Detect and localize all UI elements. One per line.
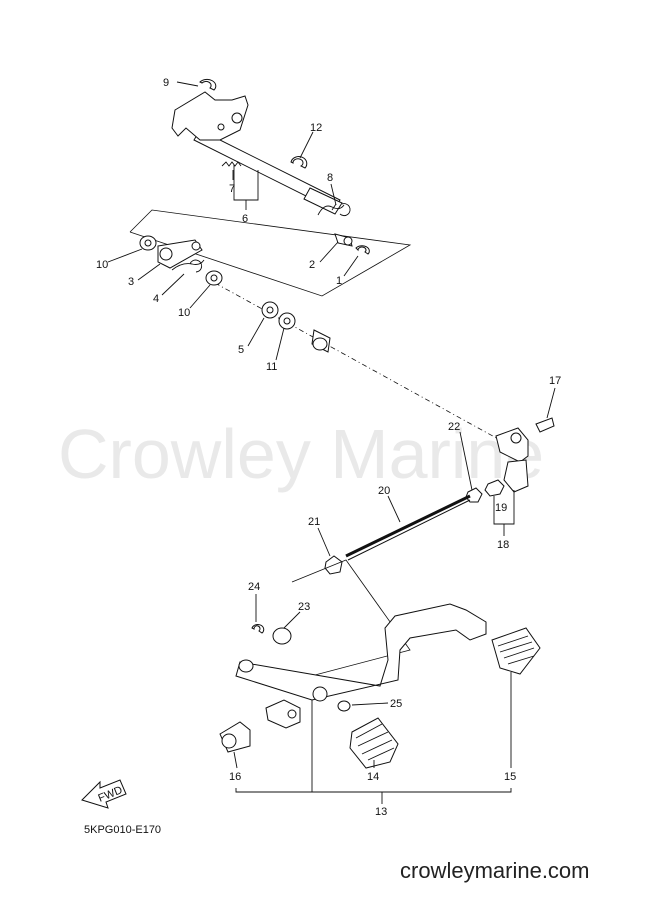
fwd-arrow-icon: FWD	[81, 779, 127, 809]
part-label: 18	[497, 539, 509, 551]
pedal-arm-16	[219, 699, 301, 753]
part-label: 1	[336, 275, 342, 287]
assembly-outline-upper	[129, 209, 412, 297]
part-label: 7	[229, 183, 235, 195]
bolt-17	[535, 417, 555, 433]
part-label: 22	[448, 421, 460, 433]
part-label: 8	[327, 172, 333, 184]
part-label: 14	[367, 771, 379, 783]
oil-seal-5-hole	[266, 306, 274, 314]
part-label: 13	[375, 806, 387, 818]
washer-10-upper-hole	[144, 239, 152, 247]
spring-7	[221, 161, 242, 167]
part-label: 15	[504, 771, 516, 783]
part-label: 12	[310, 122, 322, 134]
shift-shaft	[171, 91, 343, 215]
part-label: 16	[229, 771, 241, 783]
part-label: 25	[390, 698, 402, 710]
part-label: 23	[298, 601, 310, 613]
part-label: 21	[308, 516, 320, 528]
part-label: 19	[495, 502, 507, 514]
part-label: 10	[96, 259, 108, 271]
o-ring-25	[337, 700, 351, 712]
washer-10-lower-hole	[210, 274, 218, 282]
part-label: 3	[128, 276, 134, 288]
shift-rod-20	[345, 494, 471, 561]
part-label: 4	[153, 293, 159, 305]
pedal-boss	[312, 686, 328, 702]
part-label: 10	[178, 307, 190, 319]
nut-19	[484, 479, 505, 497]
shift-shaft-end-face	[312, 337, 328, 351]
part-label: 9	[163, 77, 169, 89]
shift-pedal	[235, 603, 487, 701]
part-label: 17	[549, 375, 561, 387]
circlip-24	[251, 623, 265, 634]
bolt-2	[334, 233, 353, 247]
pedal-rubber-14	[349, 717, 399, 769]
diagram-code: 5KPG010-E170	[84, 824, 161, 836]
part-label: 6	[242, 213, 248, 225]
washer-23	[272, 627, 292, 645]
collar-1	[355, 245, 370, 255]
part-labels: 9 12 8 7 6 2 1 10 3 4 10 5 11 17 22 20 1…	[96, 77, 561, 818]
part-label: 20	[378, 485, 390, 497]
circlip-9	[199, 78, 217, 91]
rod-joint-18	[495, 427, 529, 493]
website-label: crowleymarine.com	[400, 858, 590, 883]
watermark-text: Crowley Marine	[58, 415, 544, 493]
pedal-rubber-15	[491, 627, 541, 675]
circlip-12	[290, 156, 308, 169]
torsion-spring-8	[317, 203, 351, 217]
arm-3	[157, 239, 203, 269]
part-label: 11	[266, 361, 277, 373]
leader-lines	[107, 81, 556, 804]
washer-11-hole	[283, 317, 291, 325]
part-label: 24	[248, 581, 260, 593]
part-label: 5	[238, 344, 244, 356]
assembly-outline-lower	[291, 559, 411, 681]
part-label: 2	[309, 259, 315, 271]
spring-4	[171, 259, 205, 273]
